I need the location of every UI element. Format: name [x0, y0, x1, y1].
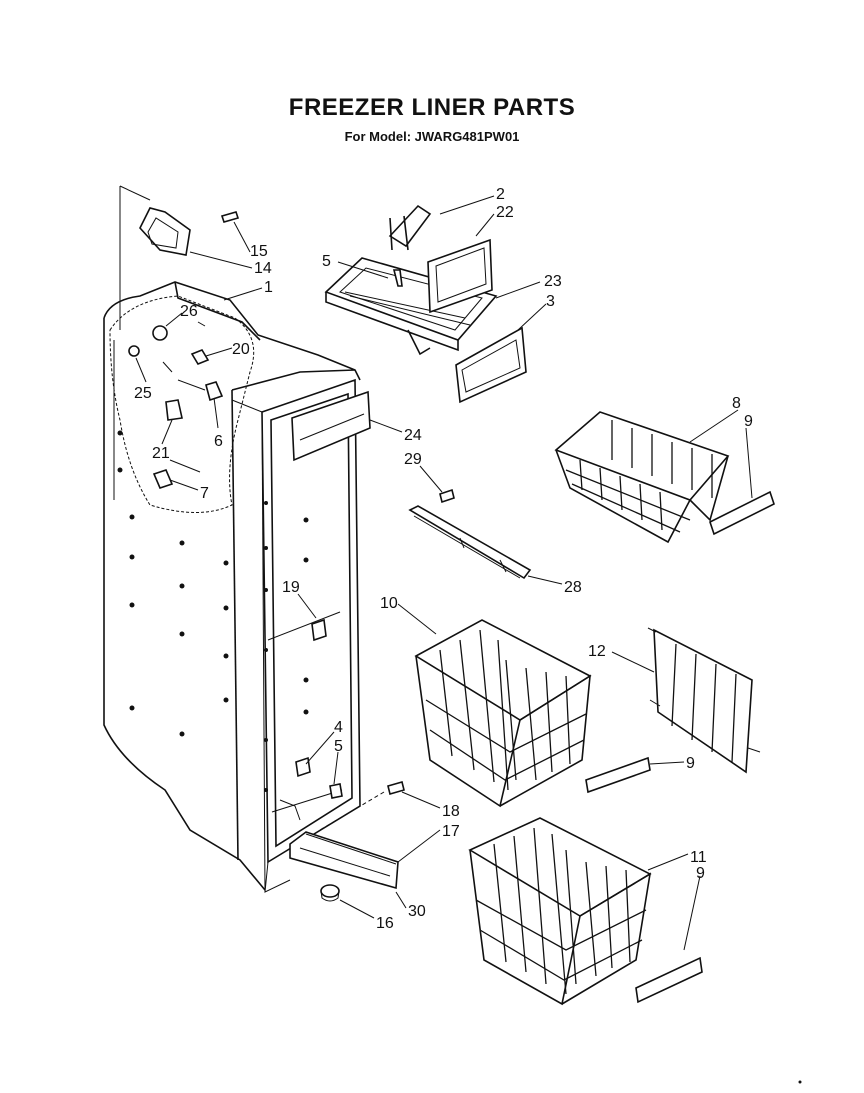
- callout-17: 17: [442, 823, 460, 840]
- basket-divider: [647, 627, 761, 774]
- callout-24: 24: [404, 427, 422, 444]
- middle-basket-trim: [585, 756, 651, 794]
- middle-basket: [414, 619, 592, 808]
- model-subtitle: For Model: JWARG481PW01: [344, 129, 520, 144]
- shelf-rail: [408, 505, 532, 580]
- liner-panel: [291, 390, 371, 462]
- page-title: FREEZER LINER PARTS: [288, 94, 576, 121]
- callout-8: 8: [732, 395, 741, 412]
- callout-5-top: 5: [322, 253, 331, 270]
- callout-25: 25: [134, 385, 152, 402]
- callout-9-upper: 9: [744, 413, 753, 430]
- callout-4: 4: [334, 719, 343, 736]
- callout-7: 7: [200, 485, 209, 502]
- callout-19: 19: [282, 579, 300, 596]
- top-shelf-assembly: [324, 204, 527, 404]
- callout-9-middle: 9: [686, 755, 695, 772]
- callout-30: 30: [408, 903, 426, 920]
- evaporator-components: [128, 321, 224, 489]
- liner-clip: [311, 618, 327, 642]
- upper-basket-trim: [709, 490, 775, 536]
- callout-2: 2: [496, 186, 505, 203]
- upper-basket: [554, 411, 730, 544]
- callout-11: 11: [690, 849, 707, 866]
- callout-29: 29: [404, 451, 422, 468]
- callout-5-lower: 5: [334, 738, 343, 755]
- callout-10: 10: [380, 595, 398, 612]
- liner-bracket: [139, 207, 191, 256]
- freezer-liner: [103, 281, 361, 893]
- callout-16: 16: [376, 915, 394, 932]
- callout-28: 28: [564, 579, 582, 596]
- bracket-screw: [220, 211, 240, 223]
- callout-21: 21: [152, 445, 170, 462]
- cover-screw: [387, 781, 405, 795]
- rail-screw: [439, 488, 455, 504]
- callout-numbers: 2 22 5 23 3 15 14 1 26 20 25 24 6 21 7 8…: [134, 186, 753, 932]
- callout-1: 1: [264, 279, 273, 296]
- lower-basket: [468, 817, 652, 1006]
- leader-lines: [135, 195, 753, 951]
- fastener-bracket: [295, 756, 311, 778]
- callout-18: 18: [442, 803, 460, 820]
- fastener-screw: [329, 783, 343, 799]
- callout-3: 3: [546, 293, 555, 310]
- callout-12: 12: [588, 643, 606, 660]
- callout-20: 20: [232, 341, 250, 358]
- callout-22: 22: [496, 204, 514, 221]
- bottom-cover: [289, 831, 399, 890]
- callout-6: 6: [214, 433, 223, 450]
- callout-26: 26: [180, 303, 198, 320]
- leveling-foot: [320, 884, 340, 902]
- callout-23: 23: [544, 273, 562, 290]
- callout-15: 15: [250, 243, 268, 260]
- lower-basket-trim: [635, 956, 703, 1004]
- callout-14: 14: [254, 260, 272, 277]
- callout-9-lower: 9: [696, 865, 705, 882]
